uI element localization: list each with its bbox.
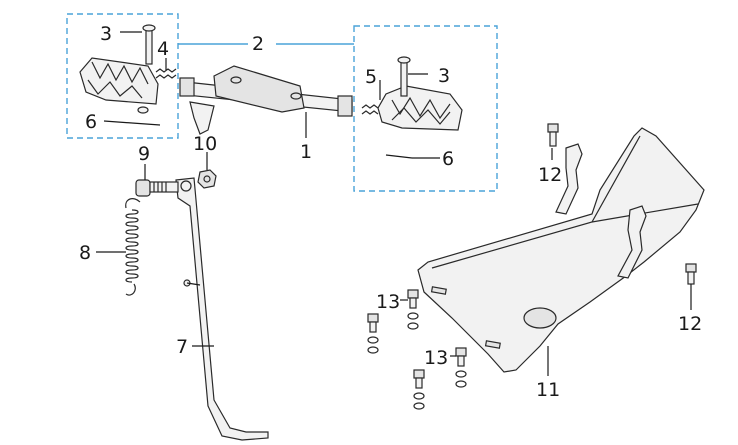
callout-3-right: 3 [438, 65, 450, 87]
callout-2: 2 [252, 33, 264, 55]
callout-11: 11 [536, 379, 560, 401]
pivot-nut [197, 169, 217, 189]
callout-7: 7 [176, 336, 188, 358]
left-spring [155, 68, 177, 79]
callout-13-lower: 13 [424, 347, 448, 369]
skid-plate-bolt-top [547, 123, 559, 147]
right-cotter-pin [385, 154, 413, 159]
callout-3-left: 3 [100, 23, 112, 45]
callout-1: 1 [300, 141, 312, 163]
right-footpeg [377, 85, 463, 131]
callout-12-right: 12 [678, 313, 702, 335]
left-footpeg [79, 57, 159, 105]
side-stand-spring [125, 198, 141, 296]
right-pin [397, 56, 411, 97]
skid-plate [417, 127, 705, 373]
mount-bolt-set-b [413, 347, 467, 410]
callout-5: 5 [365, 66, 377, 88]
footpeg-bracket [179, 65, 353, 135]
callout-12-top: 12 [538, 164, 562, 186]
callout-8: 8 [79, 242, 91, 264]
callout-9: 9 [138, 143, 150, 165]
right-spring [361, 104, 379, 115]
pivot-bolt [135, 179, 179, 197]
left-cotter-pin [131, 122, 161, 126]
skid-plate-bolt-right [685, 263, 697, 285]
callout-6-right: 6 [442, 148, 454, 170]
callout-13-upper: 13 [376, 291, 400, 313]
callout-6-left: 6 [85, 111, 97, 133]
mount-bolt-set-a [367, 289, 419, 354]
right-footpeg-group-box [353, 25, 498, 192]
callout-4: 4 [157, 38, 169, 60]
callout-10: 10 [193, 133, 217, 155]
leader-lines [96, 31, 692, 376]
side-stand [175, 177, 269, 441]
left-ball [137, 106, 149, 114]
left-footpeg-group-box [66, 13, 179, 139]
left-pin [142, 24, 156, 65]
